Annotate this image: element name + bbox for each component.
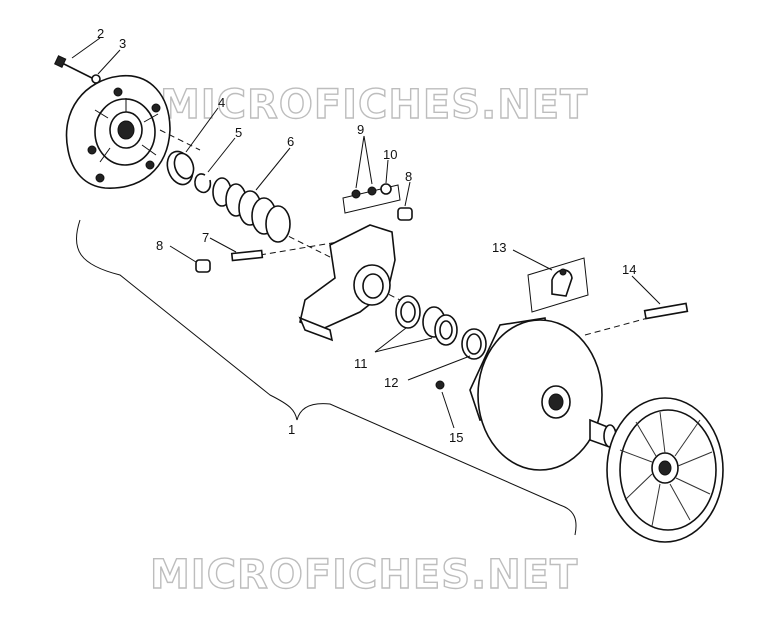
watermark-top: MICROFICHES.NET — [160, 82, 588, 128]
callout-15: 15 — [449, 430, 463, 445]
ring-4 — [166, 150, 195, 186]
callout-5: 5 — [235, 125, 242, 140]
callout-2: 2 — [97, 26, 104, 41]
movable-sheave — [469, 317, 603, 471]
callout-14: 14 — [622, 262, 636, 277]
callout-12: 12 — [384, 375, 398, 390]
nut-8-right — [397, 207, 413, 221]
callout-10: 10 — [383, 147, 397, 162]
hardware-9-10 — [342, 183, 401, 214]
callout-8-left: 8 — [156, 238, 163, 253]
callout-9: 9 — [357, 122, 364, 137]
pin-7 — [230, 249, 264, 262]
assembly-bracket — [75, 219, 577, 536]
weight-13 — [527, 257, 589, 313]
callout-4: 4 — [218, 95, 225, 110]
leader-lines — [71, 37, 661, 429]
callout-7: 7 — [202, 230, 209, 245]
shaft-14 — [584, 302, 689, 336]
nut-15 — [435, 380, 445, 390]
watermark-bottom: MICROFICHES.NET — [150, 552, 578, 598]
callout-13: 13 — [492, 240, 506, 255]
callout-6: 6 — [287, 134, 294, 149]
ring-12 — [461, 328, 487, 360]
spring-6 — [212, 177, 291, 243]
callout-11: 11 — [354, 356, 368, 371]
cover-housing — [65, 75, 171, 189]
bolt-2 — [54, 55, 93, 79]
callout-1: 1 — [288, 422, 295, 437]
spider-arm — [298, 224, 396, 342]
fixed-sheave — [606, 397, 724, 543]
callout-3: 3 — [119, 36, 126, 51]
nut-8-left — [195, 259, 211, 273]
bushings-11 — [395, 295, 458, 346]
callout-8-right: 8 — [405, 169, 412, 184]
snap-ring-5 — [194, 173, 212, 194]
